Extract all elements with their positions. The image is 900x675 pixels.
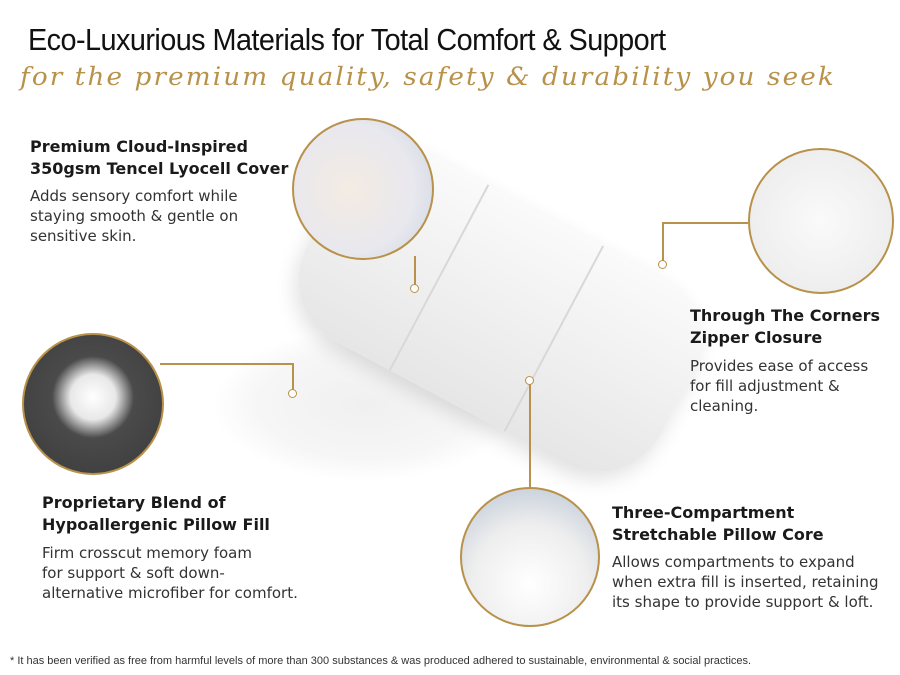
page-subtitle: for the premium quality, safety & durabi…	[20, 62, 836, 91]
fill-closeup-image	[22, 333, 164, 475]
zipper-closeup-image	[748, 148, 894, 294]
pillow-seam	[503, 245, 605, 432]
page-title: Eco-Luxurious Materials for Total Comfor…	[28, 22, 666, 57]
cover-closeup-image	[292, 118, 434, 260]
core-closeup-image	[460, 487, 600, 627]
footnote: * It has been verified as free from harm…	[10, 655, 752, 667]
